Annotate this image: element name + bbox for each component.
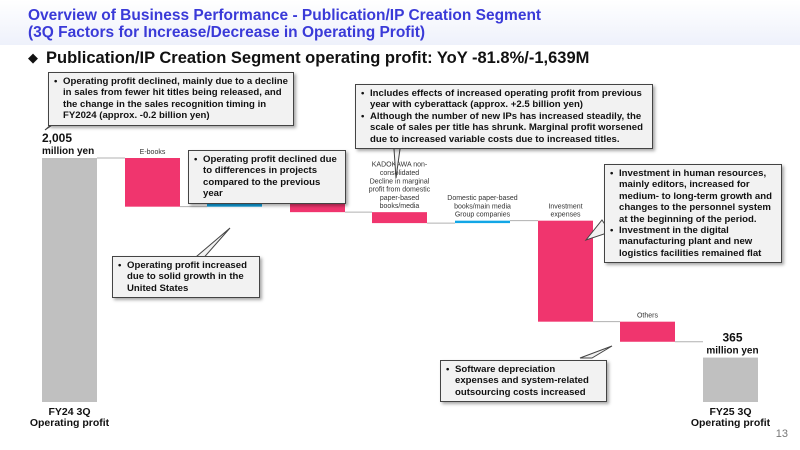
- callout-list: Includes effects of increased operating …: [361, 88, 647, 145]
- bar-step: [125, 158, 180, 207]
- callout-item: Software depreciation expenses and syste…: [446, 364, 601, 398]
- bar-end-total: [703, 357, 758, 402]
- slide-title: Overview of Business Performance - Publi…: [28, 7, 541, 41]
- callout-list: Operating profit declined due to differe…: [194, 154, 340, 200]
- callout-item: Investment in the digital manufacturing …: [610, 225, 776, 259]
- end-unit-label: million yen: [706, 346, 758, 357]
- callout-cyberattack: Includes effects of increased operating …: [355, 84, 653, 150]
- callout-international: Operating profit increased due to solid …: [112, 256, 260, 299]
- callout-item: Operating profit increased due to solid …: [118, 260, 254, 294]
- callout-list: Operating profit declined, mainly due to…: [54, 76, 288, 122]
- callout-list: Investment in human resources, mainly ed…: [610, 168, 776, 259]
- title-bar: Overview of Business Performance - Publi…: [0, 0, 800, 45]
- callout-item: Operating profit declined due to differe…: [194, 154, 340, 200]
- step-label: E-books: [140, 149, 166, 156]
- callout-others: Software depreciation expenses and syste…: [440, 360, 607, 403]
- slide-title-line2: (3Q Factors for Increase/Decrease in Ope…: [28, 24, 426, 41]
- diamond-icon: ◆: [28, 50, 38, 65]
- slide-title-line1: Overview of Business Performance - Publi…: [28, 7, 542, 24]
- bar-step: [455, 220, 510, 224]
- start-value-label: 2,005: [42, 131, 72, 145]
- end-value-label: 365: [722, 331, 742, 345]
- callout-investment: Investment in human resources, mainly ed…: [604, 164, 782, 264]
- subheading-text: Publication/IP Creation Segment operatin…: [46, 49, 590, 67]
- callout-list: Operating profit increased due to solid …: [118, 260, 254, 294]
- bar-step: [538, 220, 593, 322]
- page-number: 13: [775, 428, 788, 440]
- callout-item: Although the number of new IPs has incre…: [361, 111, 647, 145]
- callout-list: Software depreciation expenses and syste…: [446, 364, 601, 398]
- callout-item: Operating profit declined, mainly due to…: [54, 76, 288, 122]
- callout-ebooks: Operating profit declined, mainly due to…: [48, 72, 294, 126]
- bar-start-total: [42, 158, 97, 402]
- callout-pointer: [579, 345, 613, 359]
- subheading: ◆ Publication/IP Creation Segment operati…: [28, 49, 589, 68]
- bar-step: [620, 321, 675, 342]
- start-unit-label: million yen: [42, 146, 94, 157]
- callout-rights: Operating profit declined due to differe…: [188, 150, 346, 204]
- callout-item: Investment in human resources, mainly ed…: [610, 168, 776, 225]
- callout-item: Includes effects of increased operating …: [361, 88, 647, 111]
- bar-step: [372, 212, 427, 224]
- step-label: Others: [637, 313, 659, 320]
